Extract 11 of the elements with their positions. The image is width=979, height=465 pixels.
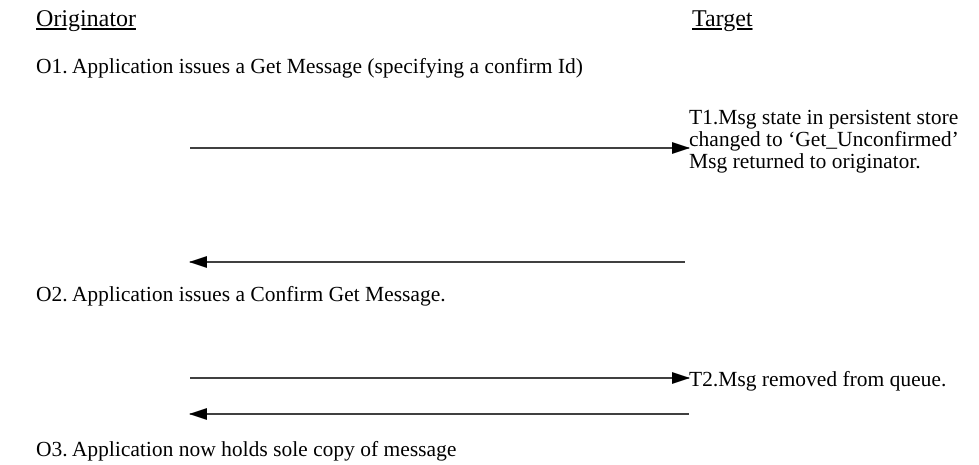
arrow — [189, 408, 689, 420]
column-heading: Target — [692, 6, 753, 32]
step-text: T2.Msg removed from queue. — [689, 368, 946, 418]
step-text: T1.Msg state in persistent store changed to ‘Get_Unconfirmed’ Msg returned to originator. — [689, 106, 979, 172]
step-text: O1. Application issues a Get Message (specifying a confirm Id) — [36, 55, 583, 77]
arrow — [190, 142, 690, 154]
column-heading: Originator — [36, 6, 136, 32]
step-text: O2. Application issues a Confirm Get Message. — [36, 283, 446, 305]
arrow — [189, 256, 685, 268]
step-text: O3. Application now holds sole copy of message — [36, 438, 456, 460]
arrow — [190, 372, 690, 384]
